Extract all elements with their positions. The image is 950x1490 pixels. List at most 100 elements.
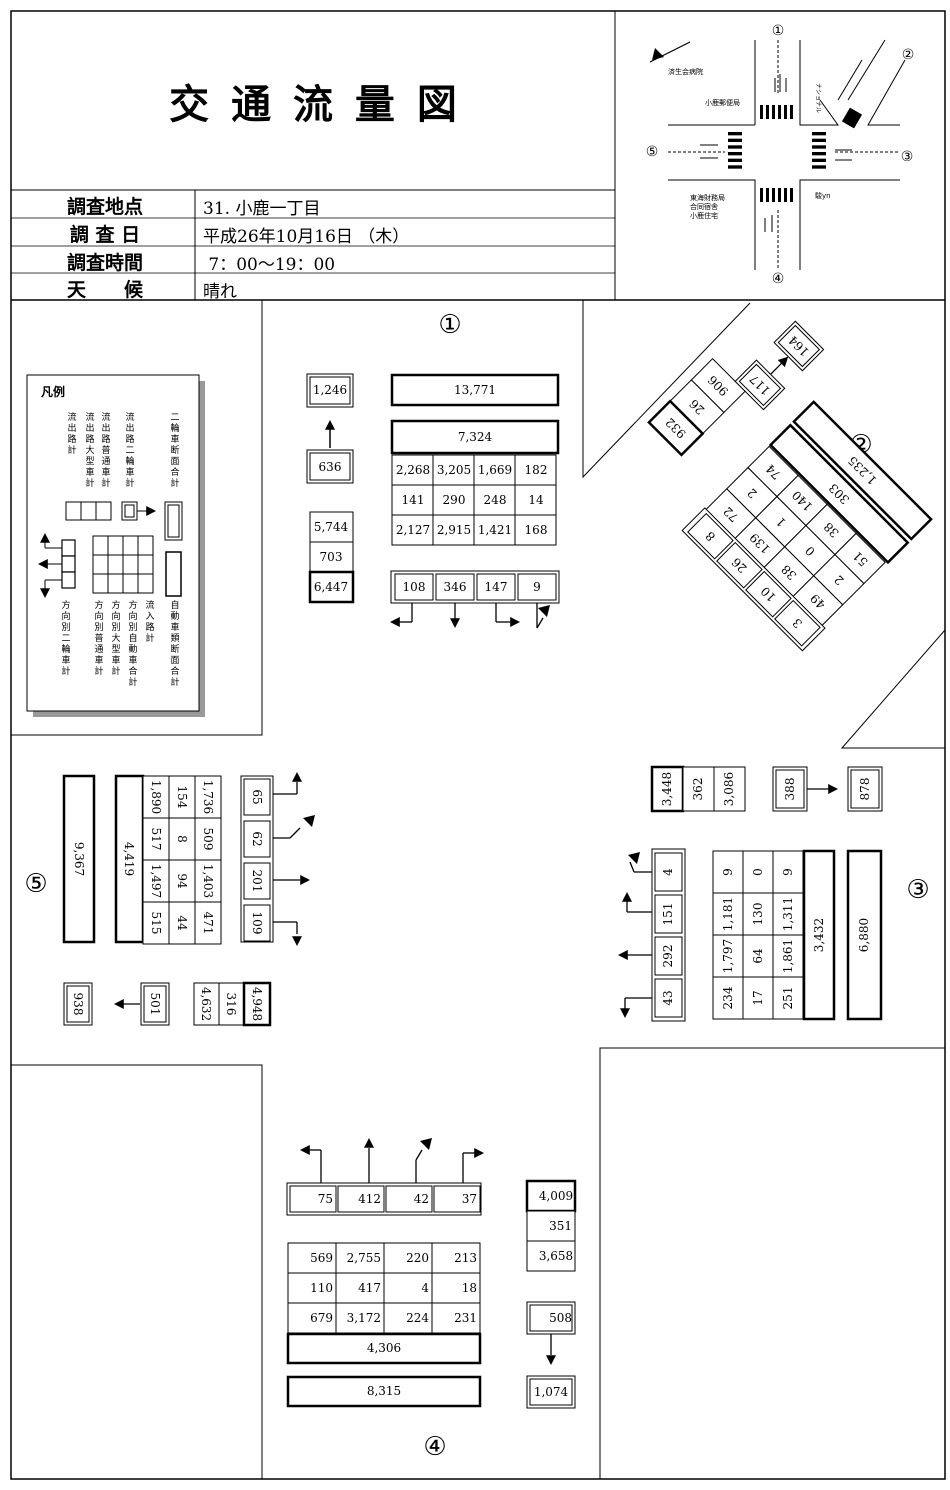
a3-dir_total: 1,311 [781,897,795,931]
arrow-head [777,356,789,368]
legend-char: 方 [94,599,103,611]
a5-dir_large: 94 [175,873,189,889]
map-approach-number: ⑤ [646,144,659,160]
a3-dir_large: 64 [751,948,765,964]
a2-dir-twowheel-box [716,541,763,589]
a4-dir_normal: 3,172 [347,1311,381,1325]
legend-char: 計 [128,676,137,688]
a5-section-total-box [62,774,96,944]
a5-dir_large: 44 [175,915,189,931]
a4-dir-twowheel: 37 [462,1192,477,1206]
legend-char: 普 [94,632,103,644]
a4-dir-cell [287,1272,337,1304]
arrow-head [300,875,310,885]
a4-dir-cell [335,1242,385,1274]
north-arrow-head [652,48,664,60]
map-road-edge [668,40,756,126]
legend-char: 出 [67,422,76,434]
a4-dir_large: 4 [421,1281,429,1295]
a2-twowheel-out-box-inner [738,363,782,407]
a5-twowheel-out: 501 [148,993,162,1016]
a1-inflow-total: 7,324 [458,430,493,444]
map-label: 合同宿舎 [690,202,718,211]
map-road-edge [867,59,906,126]
a1-dir-cell [514,514,557,546]
legend-char: 動 [170,611,179,622]
legend-box [80,501,97,521]
arrow-head [828,784,838,794]
legend-char: 計 [101,477,110,489]
a4-twowheel-total: 1,074 [534,1385,569,1399]
flow-line [770,361,784,375]
a5-dir-twowheel-box [243,904,271,942]
a5-dir-twowheel: 109 [250,912,264,935]
a4-dir_normal: 224 [406,1311,429,1325]
a4-outflow-total: 4,009 [539,1189,573,1203]
a4-dir-twowheel: 75 [318,1192,333,1206]
crosswalk-stripe [812,138,826,142]
crosswalk-stripe [812,152,826,156]
a1-dir-cell [473,454,516,486]
a4-dir_total: 220 [406,1251,429,1265]
a4-dir-cell [383,1302,433,1334]
legend-box [95,501,112,521]
a3-dir_normal: 234 [721,986,735,1009]
a5-dir-cell [194,859,222,903]
legend-total-box [164,501,183,541]
legend-char: 型 [111,644,120,655]
legend-char: 車 [125,466,134,478]
legend-char: 大 [85,444,94,456]
crosswalk-stripe [760,105,763,119]
a4-dir-twowheel-box [337,1185,385,1213]
a5-dir-cell [142,775,170,819]
a3-dir-twowheel: 292 [661,945,675,968]
a5-dir_total: 1,403 [201,864,215,898]
legend-grid-cell [122,535,139,556]
a3-dir-cell [772,976,804,1020]
a4-twowheel-out-box-inner [529,1304,573,1332]
map-road-edge [668,179,900,270]
legend-char: 別 [128,622,137,633]
a5-twowheel-out-box-inner [143,985,167,1023]
a4-dir-cell [431,1302,481,1334]
date-value: 平成26年10月16日 （木） [203,227,410,247]
a3-dir-twowheel-box [654,936,683,976]
a4-twowheel-total-box-inner [529,1378,573,1406]
a1-dir_normal: 168 [525,523,548,537]
a3-dir-twowheel-box [654,852,683,892]
legend-grid-cell [122,573,139,594]
a2-twowheel-total-box-inner [777,324,821,368]
flow-line [629,861,635,873]
arrow-head [510,617,520,627]
a5-dir-cell [168,859,196,903]
a5-dir_total: 471 [201,912,215,935]
a4-dir-cell [383,1272,433,1304]
a1-twowheel-total: 1,246 [313,383,347,397]
a1-dir-cell [432,484,475,516]
legend-char: 車 [85,466,94,478]
legend-char: 流 [101,411,110,423]
legend-char: 計 [170,477,179,489]
arrow-head [40,588,50,598]
a4-twowheel-out-box [526,1301,576,1335]
legend-dir-box [61,555,76,573]
a3-dir_total: 9 [781,868,795,876]
legend-char: 別 [111,622,120,633]
a5-twowheel-total: 938 [71,993,85,1016]
a4-section-total: 8,315 [367,1384,401,1398]
legend-char: 合 [170,665,179,677]
legend-dir-box [61,539,76,557]
arrow-head [622,892,632,902]
a3-dir_normal: 1,181 [721,897,735,931]
a3-twowheel-total-box-inner [850,769,880,809]
a5-outflow-normal-box [193,982,220,1026]
crosswalk-stripe [772,188,775,202]
arrow-head [620,1008,630,1018]
a3-dir-twowheel: 151 [661,903,675,926]
a1-twowheel-total-box-inner [309,376,351,405]
map-label: 東海財務局 [690,193,725,202]
a2-outflow-normal-box [647,399,705,457]
a4-dir-twowheel: 412 [358,1192,381,1206]
